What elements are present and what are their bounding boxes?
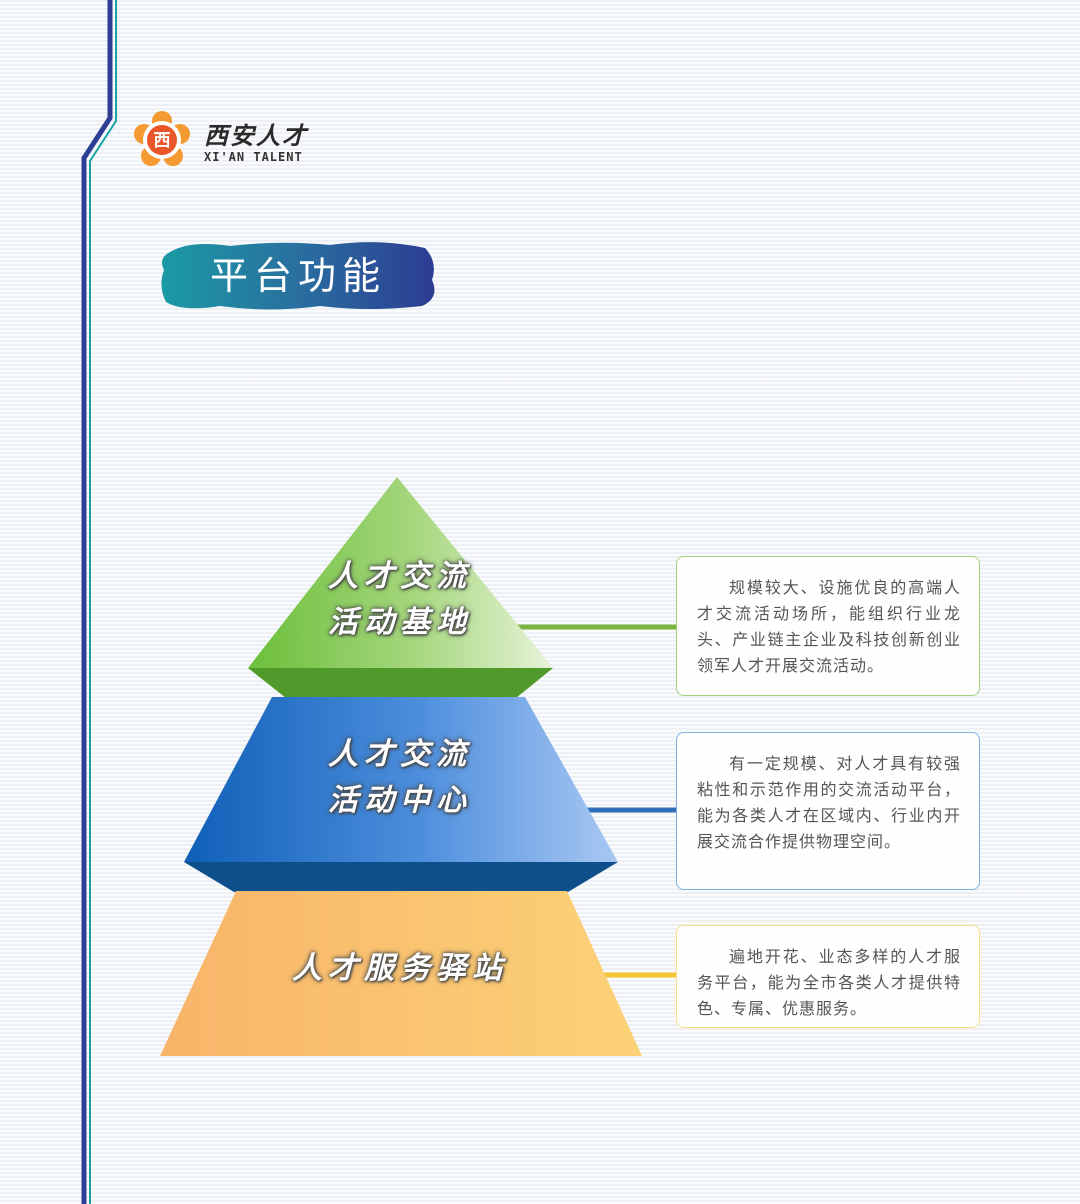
tier-3-description: 遍地开花、业态多样的人才服务平台，能为全市各类人才提供特色、专属、优惠服务。	[697, 947, 961, 1018]
section-title: 平台功能	[160, 240, 436, 312]
xian-talent-flower-emblem: 西	[134, 111, 190, 166]
tier-2-label-line-2: 活动中心	[328, 783, 472, 818]
tier-3-label: 人才服务驿站	[280, 946, 520, 992]
pyramid-tier-1-shadow	[248, 668, 553, 698]
tier-2-description: 有一定规模、对人才具有较强粘性和示范作用的交流活动平台，能为各类人才在区域内、行…	[697, 754, 961, 851]
emblem-glyph: 西	[154, 131, 171, 151]
pyramid-tier-2	[184, 697, 618, 862]
brand-name-cn: 西安人才	[204, 121, 308, 150]
tier-2-label: 人才交流 活动中心	[300, 732, 500, 824]
pyramid-tier-3	[160, 891, 642, 1056]
tier-2-description-box: 有一定规模、对人才具有较强粘性和示范作用的交流活动平台，能为各类人才在区域内、行…	[676, 732, 980, 890]
frame-line-inner	[89, 0, 117, 1204]
tier-1-label-line-1: 人才交流	[328, 559, 472, 594]
tier-2-label-line-1: 人才交流	[328, 737, 472, 772]
tier-1-description: 规模较大、设施优良的高端人才交流活动场所，能组织行业龙头、产业链主企业及科技创新…	[697, 578, 961, 675]
pyramid-tier-2-shadow	[184, 862, 618, 892]
tier-1-label-line-2: 活动基地	[328, 605, 472, 640]
tier-1-description-box: 规模较大、设施优良的高端人才交流活动场所，能组织行业龙头、产业链主企业及科技创新…	[676, 556, 980, 696]
frame-line-outer	[81, 0, 113, 1204]
tier-3-description-box: 遍地开花、业态多样的人才服务平台，能为全市各类人才提供特色、专属、优惠服务。	[676, 925, 980, 1028]
tier-1-label: 人才交流 活动基地	[300, 554, 500, 646]
pyramid-tier-1	[248, 477, 553, 668]
section-title-text: 平台功能	[209, 254, 386, 298]
brand-logo: 西安人才 XI'AN TALENT	[132, 110, 332, 170]
tier-3-label-line-1: 人才服务驿站	[292, 951, 508, 986]
title-brush-banner	[161, 242, 435, 310]
brand-name-en: XI'AN TALENT	[204, 150, 303, 164]
